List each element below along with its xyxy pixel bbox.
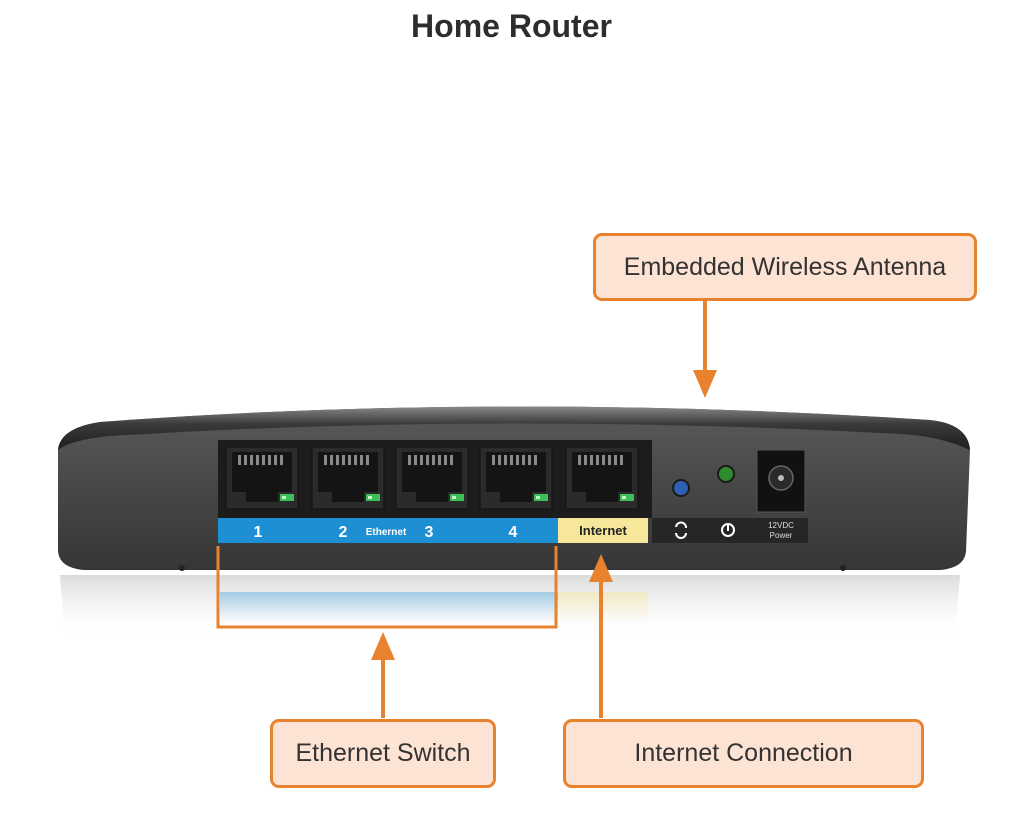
port-panel <box>218 440 652 518</box>
power-button-icon <box>721 523 735 537</box>
internet-label-strip <box>558 518 648 543</box>
ethernet-port-2[interactable] <box>311 446 385 510</box>
internet-label: Internet <box>579 523 627 538</box>
control-label-strip <box>652 518 808 543</box>
wps-icon <box>675 521 687 539</box>
port-label-3: 3 <box>425 524 434 541</box>
port-label-4: 4 <box>509 524 518 541</box>
power-label-line1: 12VDC <box>768 521 794 530</box>
router-reflection <box>60 575 960 640</box>
page-title: Home Router <box>411 8 612 44</box>
wps-button[interactable] <box>672 479 690 497</box>
status-led <box>717 465 735 483</box>
callout-embedded-wireless-antenna: Embedded Wireless Antenna <box>593 233 977 301</box>
callout-internet-connection: Internet Connection <box>563 719 924 788</box>
ethernet-label-strip <box>218 518 558 543</box>
port-label-1: 1 <box>254 524 263 541</box>
internet-port[interactable] <box>565 446 639 510</box>
port-label-2: 2 <box>339 524 348 541</box>
ethernet-port-4[interactable] <box>479 446 553 510</box>
ethernet-port-1[interactable] <box>225 446 299 510</box>
callout-ethernet-switch: Ethernet Switch <box>270 719 496 788</box>
annotation-arrows <box>216 300 717 718</box>
power-label-line2: Power <box>770 531 793 540</box>
ethernet-label: Ethernet <box>366 527 407 538</box>
ethernet-port-3[interactable] <box>395 446 469 510</box>
